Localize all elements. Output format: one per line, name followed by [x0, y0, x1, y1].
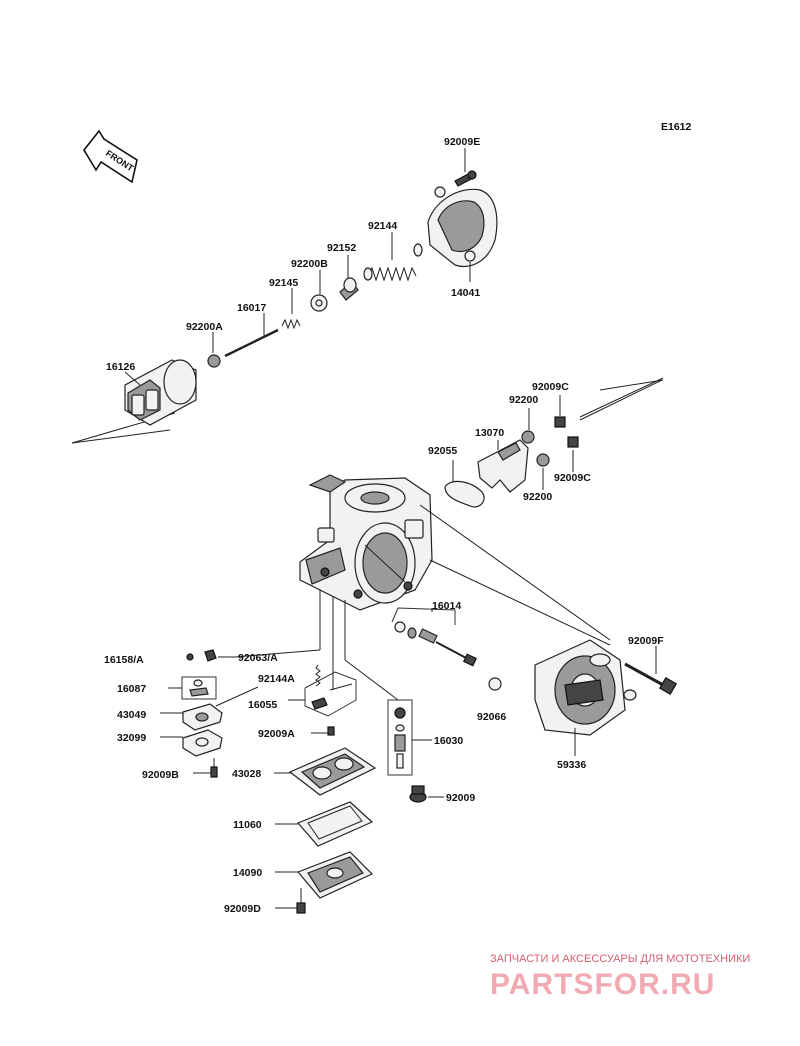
part-14090: 14090: [233, 867, 262, 879]
part-59336-cover: [534, 639, 637, 756]
part-14041: 14041: [451, 287, 480, 299]
part-16030-group: [387, 699, 432, 776]
part-92066: 92066: [477, 711, 506, 723]
part-16087: 16087: [117, 683, 146, 695]
part-92009: 92009: [446, 792, 475, 804]
part-92200-top: 92200: [509, 394, 538, 406]
part-92145: 92145: [269, 277, 298, 289]
part-16126: 16126: [106, 361, 135, 373]
part-16014: 16014: [432, 600, 461, 612]
bottom-stack: [274, 747, 377, 914]
part-92200-bot: 92200: [523, 491, 552, 503]
part-43049: 43049: [117, 709, 146, 721]
part-92063A: 92063/A: [238, 652, 278, 664]
lever-assembly: [444, 377, 664, 508]
part-16014-group: [391, 607, 478, 667]
part-92009D: 92009D: [224, 903, 261, 915]
part-43028: 43028: [232, 768, 261, 780]
part-92200B: 92200B: [291, 258, 328, 270]
upper-assembly: [71, 148, 498, 444]
part-92009C-bot: 92009C: [554, 472, 591, 484]
part-92009E: 92009E: [444, 136, 480, 148]
left-small-parts: [160, 649, 357, 778]
part-92009F-bolt: [624, 646, 678, 696]
part-92055: 92055: [428, 445, 457, 457]
part-92200A: 92200A: [186, 321, 223, 333]
front-arrow-icon: FRONT: [83, 129, 138, 184]
carburetor-body: [299, 474, 611, 701]
part-32099: 32099: [117, 732, 146, 744]
part-59336: 59336: [557, 759, 586, 771]
part-16017: 16017: [237, 302, 266, 314]
part-16158A: 16158/A: [104, 654, 144, 666]
part-16030: 16030: [434, 735, 463, 747]
diagram-code: E1612: [661, 121, 692, 133]
part-16055: 16055: [248, 699, 277, 711]
part-92066-oring: [488, 677, 502, 691]
part-13070: 13070: [475, 427, 504, 439]
part-92009F: 92009F: [628, 635, 664, 647]
part-92009C-top: 92009C: [532, 381, 569, 393]
part-11060: 11060: [233, 819, 262, 831]
part-92152: 92152: [327, 242, 356, 254]
watermark-logo: PARTSFOR.RU: [490, 968, 715, 1001]
part-92009B: 92009B: [142, 769, 179, 781]
part-92144A: 92144A: [258, 673, 295, 685]
watermark-caption: ЗАПЧАСТИ И АКСЕССУАРЫ ДЛЯ МОТОТЕХНИКИ: [490, 953, 750, 965]
part-92144: 92144: [368, 220, 397, 232]
part-92009-bolt: [409, 785, 444, 803]
part-92009A: 92009A: [258, 728, 295, 740]
